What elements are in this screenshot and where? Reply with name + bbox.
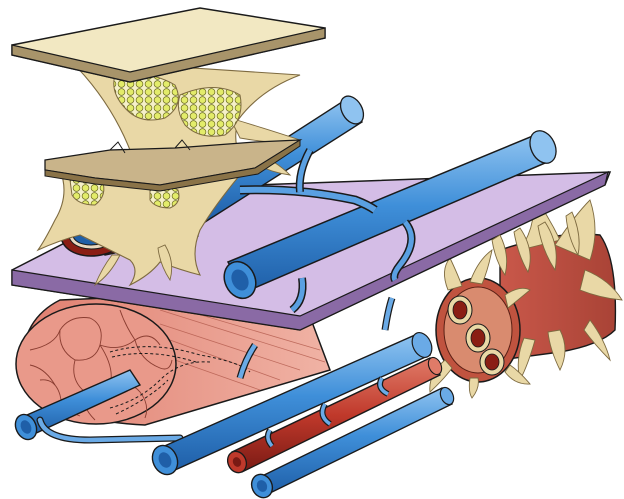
skin-sheet-icon [12, 8, 325, 82]
